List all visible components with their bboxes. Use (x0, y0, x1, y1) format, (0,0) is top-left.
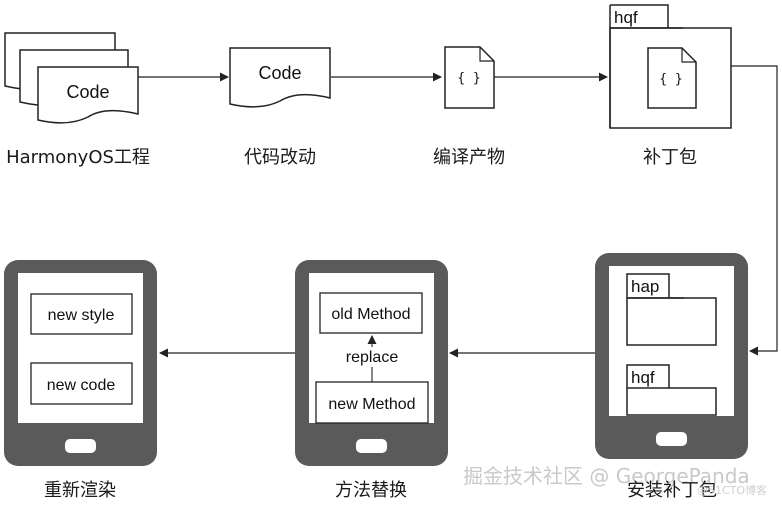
patch-file-text: { } (659, 72, 682, 87)
change-doc: Code (229, 47, 331, 108)
project-label: HarmonyOS工程 (6, 147, 150, 168)
new-method-text: new Method (328, 396, 415, 413)
change-label: 代码改动 (244, 147, 316, 168)
new-code-text: new code (47, 377, 116, 394)
build-label: 编译产物 (433, 147, 505, 168)
install-device: hap hqf (595, 253, 748, 459)
project-doc-text: Code (66, 82, 109, 102)
install-hap-tab: hap (631, 277, 659, 296)
install-hqf-tab: hqf (631, 368, 655, 387)
new-style-text: new style (48, 307, 115, 324)
patch-folder: hqf { } (609, 4, 732, 129)
render-device: new style new code (4, 260, 157, 466)
render-label: 重新渲染 (44, 480, 116, 501)
replace-device: old Method new Method replace (295, 260, 448, 466)
old-method-text: old Method (331, 306, 410, 323)
patch-label: 补丁包 (643, 147, 697, 168)
patch-tab-text: hqf (614, 8, 638, 27)
project-doc-stack: Code (4, 32, 139, 124)
watermark-sub: @51CTO博客 (697, 483, 767, 497)
replace-label: 方法替换 (335, 480, 407, 501)
build-file-text: { } (457, 71, 480, 86)
change-doc-text: Code (258, 63, 301, 83)
build-file-icon: { } (444, 46, 495, 109)
install-label: 安装补丁包 (627, 480, 717, 501)
arrow-patch-to-install (731, 65, 778, 356)
watermark-main: 掘金技术社区 @ GeorgePanda (463, 464, 750, 488)
replace-arrow-label: replace (346, 349, 399, 366)
